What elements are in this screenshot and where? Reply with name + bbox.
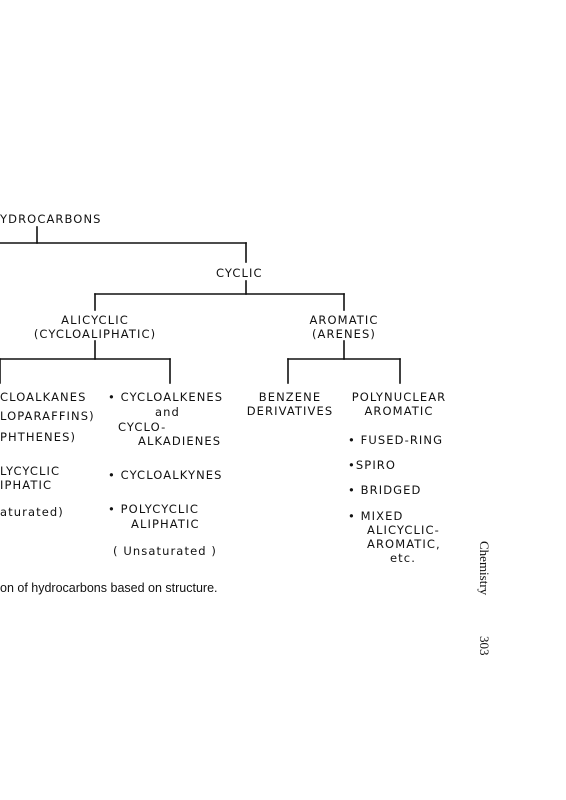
cyclo-label: CYCLO- <box>118 420 167 434</box>
etc-label: etc. <box>390 551 416 565</box>
aromatic-comma-label: AROMATIC, <box>367 537 441 551</box>
aliphatic-item-line2: ALIPHATIC <box>131 517 200 531</box>
aromatic-line1: AROMATIC <box>309 313 379 327</box>
alkadienes-label: ALKADIENES <box>138 434 222 448</box>
alicyclic-hyphen-label: ALICYCLIC- <box>367 523 440 537</box>
cycloalkanes-label: CLOALKANES <box>0 390 87 404</box>
unsaturated-note: ( Unsaturated ) <box>113 544 217 558</box>
naphthenes-label: PHTHENES) <box>0 430 77 444</box>
spiro-item: •SPIRO <box>348 458 397 472</box>
cycloparaffins-label: LOPARAFFINS) <box>0 409 95 423</box>
aliphatic-label: IPHATIC <box>0 478 53 492</box>
alicyclic-node-label: ALICYCLIC (CYCLOALIPHATIC) <box>10 313 180 341</box>
running-head-title: Chemistry <box>477 541 492 596</box>
and-label: and <box>155 405 180 419</box>
benzene-derivatives-node: BENZENE DERIVATIVES <box>240 390 340 418</box>
benzene-line2: DERIVATIVES <box>246 404 334 418</box>
polycyclic-label: LYCYCLIC <box>0 464 61 478</box>
aromatic-line2: (ARENES) <box>311 327 377 341</box>
root-node-label: YDROCARBONS <box>0 212 102 226</box>
saturated-note: aturated) <box>0 505 64 519</box>
cycloalkynes-item: • CYCLOALKYNES <box>108 468 223 482</box>
polycyclic-item: • POLYCYCLIC <box>108 502 199 516</box>
fused-ring-item: • FUSED-RING <box>348 433 444 447</box>
alicyclic-line2: (CYCLOALIPHATIC) <box>33 327 157 341</box>
polynuclear-line2: AROMATIC <box>364 404 434 418</box>
bridged-item: • BRIDGED <box>348 483 422 497</box>
polynuclear-line1: POLYNUCLEAR <box>351 390 447 404</box>
cycloalkenes-item: • CYCLOALKENES <box>108 390 224 404</box>
aromatic-node-label: AROMATIC (ARENES) <box>284 313 404 341</box>
alicyclic-line1: ALICYCLIC <box>61 313 129 327</box>
polynuclear-aromatic-node: POLYNUCLEAR AROMATIC <box>346 390 452 418</box>
mixed-item: • MIXED <box>348 509 404 523</box>
running-head-page-number: 303 <box>477 636 492 656</box>
benzene-line1: BENZENE <box>258 390 322 404</box>
figure-caption: on of hydrocarbons based on structure. <box>0 581 218 595</box>
cyclic-node-label: CYCLIC <box>216 266 263 280</box>
